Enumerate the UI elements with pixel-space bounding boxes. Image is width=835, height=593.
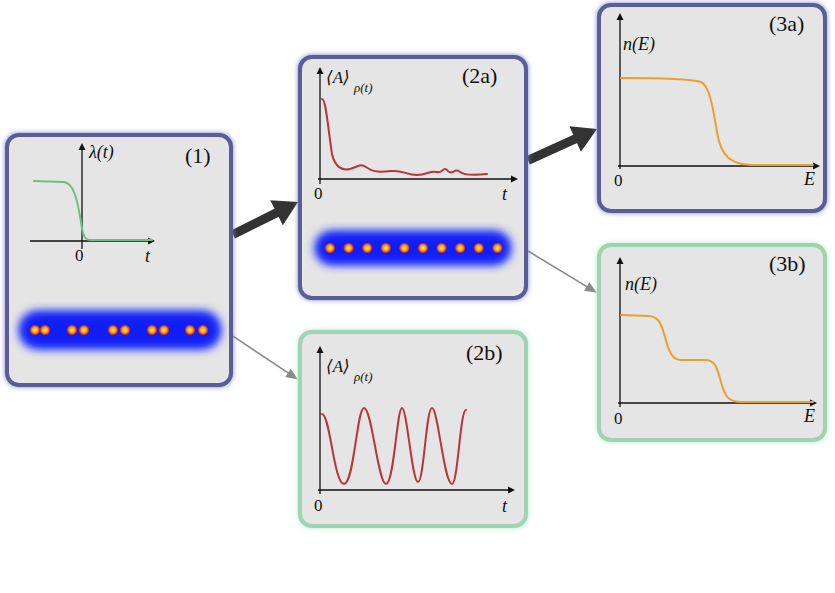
panel-box: (2a) ⟨A⟩ ρ(t) 0 t [298,55,528,300]
axis-label: 0 [75,247,84,264]
axis-label: ρ(t) [354,370,373,383]
minor-arrow [528,251,597,293]
axis-label: ⟨A⟩ [326,69,350,86]
panel-label: (3a) [769,13,804,35]
panel-label: (3b) [769,253,806,275]
panel-label: (2b) [466,342,503,364]
panel-box: (3a) n(E) 0 E [597,3,827,213]
panel-label: (2a) [462,65,497,87]
axis-label: 0 [614,410,623,427]
axis-label: E [804,407,815,425]
axis-label: n(E) [625,275,657,293]
panel-box: (2b) ⟨A⟩ ρ(t) 0 t [298,330,528,528]
axis-label: ⟨A⟩ [326,358,350,375]
axis-label: ρ(t) [354,81,373,94]
axis-label: t [145,247,150,265]
main-arrow [528,126,597,160]
main-arrow [233,200,298,234]
panel-illustration [9,137,229,383]
minor-arrow [233,336,298,379]
axis-label: t [502,497,507,515]
axis-label: n(E) [623,35,655,53]
axis-label: 0 [314,497,323,514]
axis-label: 0 [314,185,323,202]
panel-label: (1) [185,145,211,167]
axis-label: E [804,170,815,188]
axis-label: λ(t) [89,143,114,161]
panel-box: (3b) n(E) 0 E [597,243,827,442]
axis-label: t [502,185,507,203]
panel-illustration [302,59,524,296]
panel-box: (1) λ(t) 0 t [5,133,233,387]
axis-label: 0 [614,172,623,189]
